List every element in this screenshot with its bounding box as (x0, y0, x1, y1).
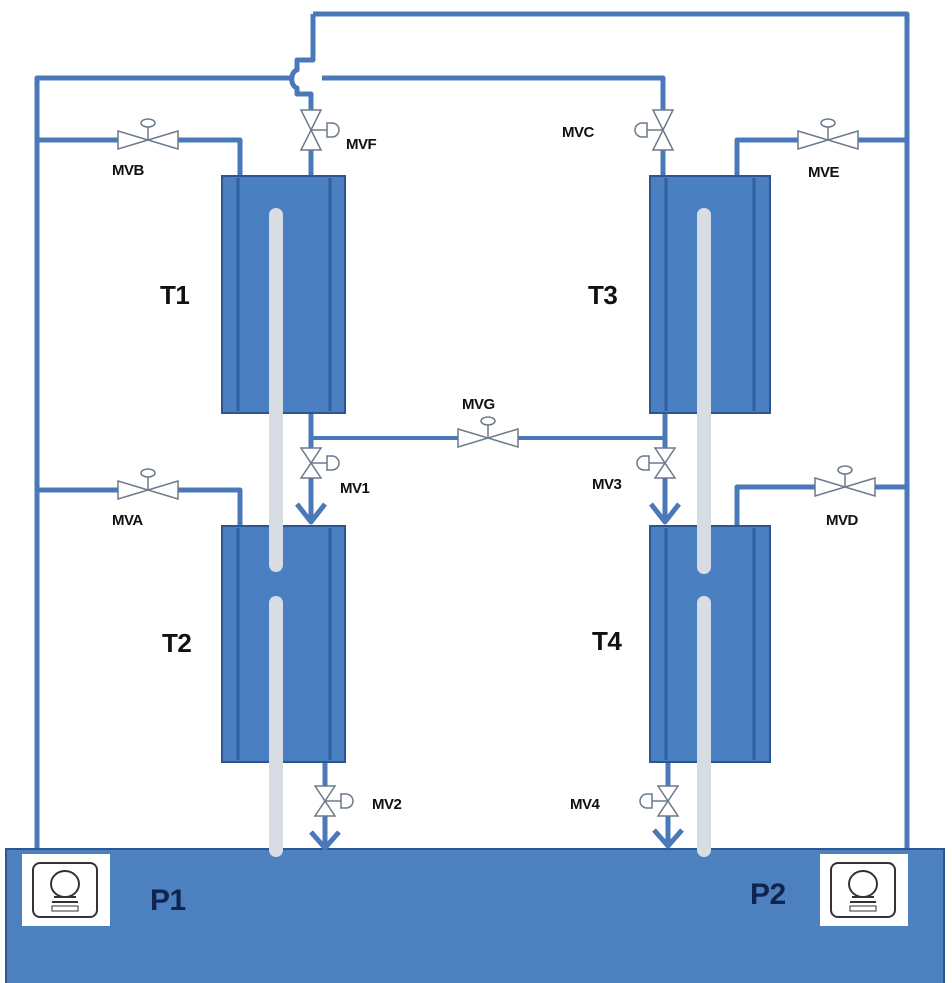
pipe-mvd (734, 484, 907, 526)
arrow-mv4 (652, 828, 684, 849)
valve-label-mvf: MVF (346, 136, 377, 153)
tank-label-t1: T1 (160, 280, 190, 310)
valve-label-mvc: MVC (562, 124, 594, 141)
tank-t1 (221, 175, 346, 414)
valve-label-mv4: MV4 (570, 796, 600, 813)
valve-mvd-icon[interactable] (814, 465, 876, 498)
valve-mv4-icon[interactable] (639, 785, 680, 817)
tank-label-t3: T3 (588, 280, 618, 310)
pipe-top-line (322, 75, 666, 112)
pipe-left-main (34, 75, 290, 848)
pump-p1[interactable] (22, 854, 110, 926)
arrow-into-t2 (295, 502, 327, 525)
valve-label-mvd: MVD (826, 512, 858, 529)
valve-mv1-icon[interactable] (299, 447, 340, 479)
pipe-mvb (37, 137, 243, 176)
valve-label-mv3: MV3 (592, 476, 622, 493)
valve-mva-icon[interactable] (117, 468, 179, 501)
valve-mvc-icon[interactable] (634, 109, 675, 151)
valve-mvf-icon[interactable] (299, 109, 340, 151)
tank-label-t2: T2 (162, 628, 192, 658)
valve-mvg-icon[interactable] (457, 416, 519, 449)
valve-label-mvb: MVB (112, 162, 144, 179)
arrow-into-t4 (649, 502, 681, 525)
reservoir (5, 848, 945, 983)
valve-label-mvg: MVG (462, 396, 495, 413)
pump-p2[interactable] (820, 854, 908, 926)
pipe-mva (37, 487, 243, 526)
valve-mv3-icon[interactable] (636, 447, 677, 479)
valve-label-mva: MVA (112, 512, 143, 529)
valve-label-mv1: MV1 (340, 480, 370, 497)
tank-t2 (221, 525, 346, 763)
pipe-crossover (289, 14, 316, 112)
valve-label-mv2: MV2 (372, 796, 402, 813)
valve-mvb-icon[interactable] (117, 118, 179, 151)
pump-label-p2: P2 (750, 878, 786, 911)
pump-icon (32, 862, 98, 918)
valve-label-mve: MVE (808, 164, 840, 181)
valve-mv2-icon[interactable] (313, 785, 354, 817)
tank-label-t4: T4 (592, 626, 622, 656)
pipe-top-outer (313, 11, 910, 848)
arrow-mv2 (309, 830, 341, 851)
pump-icon (830, 862, 896, 918)
valve-mve-icon[interactable] (797, 118, 859, 151)
pump-label-p1: P1 (150, 884, 186, 917)
pipe-mve (734, 137, 907, 176)
